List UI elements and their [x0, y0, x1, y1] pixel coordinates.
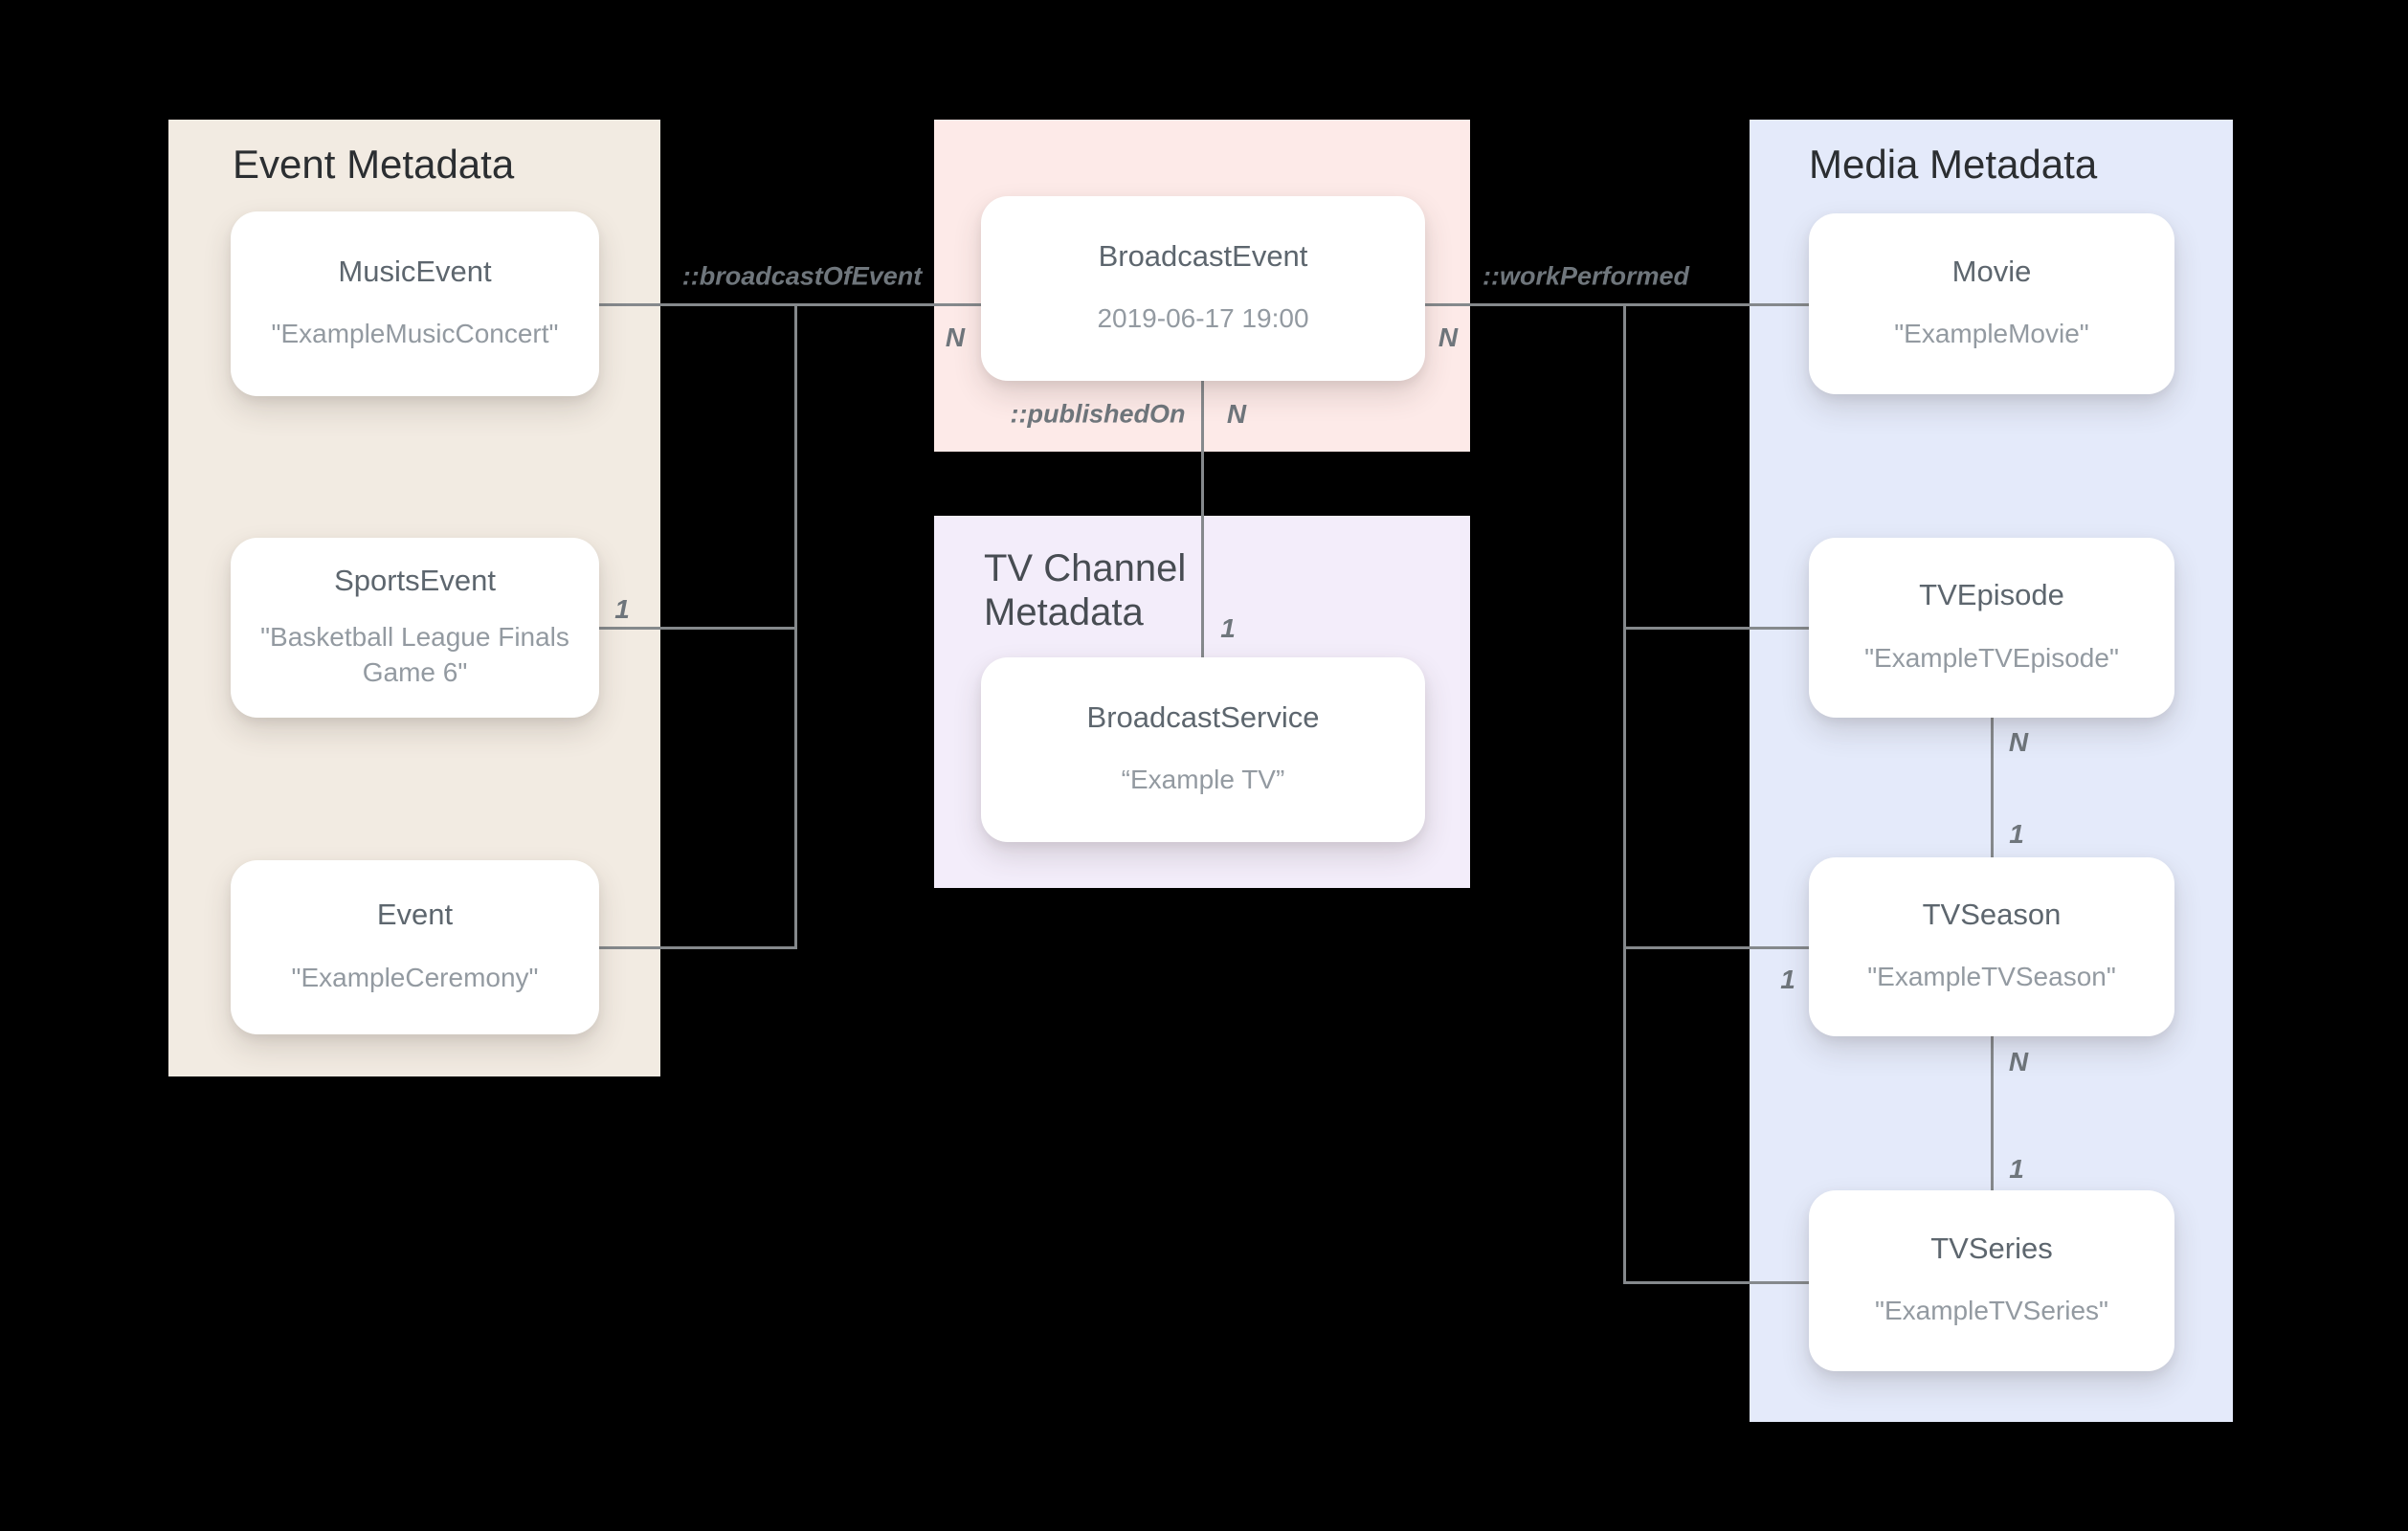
- card-musicevent-title: MusicEvent: [338, 254, 492, 288]
- card-tvepisode-title: TVEpisode: [1919, 578, 2064, 612]
- connector-right-trunk: [1623, 303, 1626, 1284]
- card-sportsevent-title: SportsEvent: [334, 564, 496, 597]
- cardinality-sportsevent-1: 1: [614, 594, 630, 624]
- panel-title-tv-channel-metadata: TV Channel Metadata: [984, 547, 1187, 633]
- connector-event-branch: [599, 946, 797, 949]
- connector-broadcastofevent-main: [599, 303, 981, 306]
- cardinality-workperformed-n: N: [1438, 322, 1459, 352]
- connector-episode-season: [1991, 718, 1994, 857]
- connector-tvseries-branch: [1623, 1281, 1809, 1284]
- card-event-title: Event: [376, 898, 454, 932]
- card-tvseries-subtitle: "ExampleTVSeries": [1875, 1296, 2108, 1326]
- panel-title-media-metadata: Media Metadata: [1809, 142, 2098, 187]
- card-event-subtitle: "ExampleCeremony": [291, 962, 539, 992]
- cardinality-broadcastofevent-n: N: [945, 322, 966, 352]
- card-sportsevent: SportsEvent "Basketball League Finals Ga…: [231, 538, 599, 718]
- card-musicevent: MusicEvent "ExampleMusicConcert": [231, 211, 599, 396]
- connector-left-trunk: [794, 303, 797, 949]
- connector-workperformed-main: [1425, 303, 1809, 306]
- card-movie-title: Movie: [1951, 254, 2032, 288]
- card-broadcastservice-subtitle: “Example TV”: [1121, 765, 1285, 795]
- card-tvseason-title: TVSeason: [1922, 897, 2062, 931]
- panel-title-event-metadata: Event Metadata: [233, 142, 515, 187]
- connector-season-series: [1991, 1036, 1994, 1190]
- card-tvseason-subtitle: "ExampleTVSeason": [1867, 962, 2116, 992]
- card-movie-subtitle: "ExampleMovie": [1894, 319, 2089, 349]
- card-tvseries-title: TVSeries: [1930, 1231, 2053, 1265]
- card-musicevent-subtitle: "ExampleMusicConcert": [271, 319, 559, 349]
- cardinality-tvseason-1: 1: [1780, 965, 1795, 994]
- card-sportsevent-subtitle: "Basketball League Finals Game 6": [260, 622, 569, 688]
- card-movie: Movie "ExampleMovie": [1809, 213, 2174, 394]
- card-broadcastevent-title: BroadcastEvent: [1098, 238, 1308, 273]
- card-broadcastservice-title: BroadcastService: [1086, 699, 1320, 734]
- cardinality-publishedon-1: 1: [1220, 613, 1236, 643]
- card-tvepisode-subtitle: "ExampleTVEpisode": [1864, 642, 2119, 673]
- connector-tvepisode-branch: [1623, 627, 1809, 630]
- card-tvepisode: TVEpisode "ExampleTVEpisode": [1809, 538, 2174, 718]
- cardinality-episode-season-n: N: [2008, 727, 2029, 757]
- card-broadcastservice: BroadcastService “Example TV”: [981, 657, 1425, 842]
- card-event: Event "ExampleCeremony": [231, 860, 599, 1034]
- card-broadcastevent: BroadcastEvent 2019-06-17 19:00: [981, 196, 1425, 381]
- connector-sportsevent-branch: [599, 627, 797, 630]
- cardinality-season-series-1: 1: [2009, 1154, 2024, 1184]
- relation-label-publishedon: ::publishedOn: [1010, 399, 1186, 429]
- connector-tvseason-branch: [1623, 946, 1809, 949]
- cardinality-season-series-n: N: [2008, 1047, 2029, 1076]
- relation-label-workperformed: ::workPerformed: [1482, 261, 1690, 291]
- cardinality-publishedon-n: N: [1226, 399, 1247, 429]
- connector-publishedon: [1201, 381, 1204, 657]
- card-broadcastevent-subtitle: 2019-06-17 19:00: [1097, 303, 1309, 334]
- card-tvseason: TVSeason "ExampleTVSeason": [1809, 857, 2174, 1036]
- card-tvseries: TVSeries "ExampleTVSeries": [1809, 1190, 2174, 1371]
- relation-label-broadcastofevent: ::broadcastOfEvent: [681, 261, 923, 291]
- cardinality-episode-season-1: 1: [2009, 819, 2024, 849]
